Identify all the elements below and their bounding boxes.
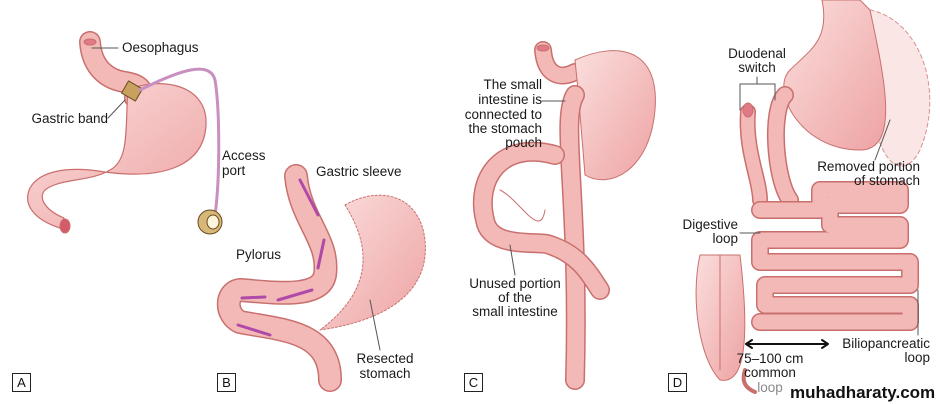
- label-bilio-2: loop: [904, 350, 930, 365]
- label-gastric-band: Gastric band: [31, 111, 108, 126]
- label-oesophagus: Oesophagus: [122, 40, 199, 55]
- label-connected-5: pouch: [505, 135, 542, 150]
- panel-a-drawing: [27, 31, 223, 235]
- stomach-c: [574, 50, 656, 181]
- panel-letter-b: B: [217, 373, 236, 392]
- label-common-2: common: [744, 365, 796, 380]
- label-bilio-1: Biliopancreatic: [842, 336, 930, 351]
- label-access-port-1: Access: [222, 148, 266, 163]
- label-connected-3: connected to: [464, 107, 542, 122]
- label-gastric-sleeve: Gastric sleeve: [316, 164, 402, 179]
- panel-c-drawing: [472, 41, 656, 390]
- panel-letter-c: C: [464, 373, 483, 392]
- label-duodenal-1: Duodenal: [728, 46, 786, 61]
- label-removed-1: Removed portion: [817, 159, 920, 174]
- watermark: muhadharaty.com: [790, 383, 936, 402]
- label-common-1: 75–100 cm: [736, 351, 804, 366]
- gastric-band: [121, 80, 143, 102]
- label-access-port-2: port: [222, 163, 246, 178]
- label-connected-1: The small: [483, 77, 542, 92]
- label-unused-1: Unused portion: [469, 276, 561, 291]
- label-connected-4: the stomach: [468, 121, 542, 136]
- stomach-a: [27, 83, 207, 229]
- label-connected-2: intestine is: [478, 92, 542, 107]
- panel-letter-d: D: [668, 373, 687, 392]
- panel-b-drawing: [216, 164, 426, 392]
- label-duodenal-2: switch: [738, 60, 776, 75]
- stomach-d: [783, 0, 887, 151]
- leader-lines: [91, 47, 919, 351]
- label-unused-2: of the: [498, 290, 532, 305]
- label-resected-1: Resected: [356, 351, 414, 366]
- label-resected-2: stomach: [359, 366, 411, 381]
- panel-letter-a: A: [12, 373, 31, 392]
- label-pylorus: Pylorus: [236, 247, 282, 262]
- panel-d-drawing: [695, 0, 931, 394]
- label-removed-2: of stomach: [853, 173, 920, 188]
- label-unused-3: small intestine: [472, 304, 558, 319]
- label-digestive-2: loop: [712, 231, 738, 246]
- label-digestive-1: Digestive: [682, 217, 738, 232]
- common-loop-arrow: [745, 339, 829, 349]
- label-common-3: loop: [757, 380, 783, 395]
- access-tube: [138, 67, 221, 217]
- sleeve-arrows: [236, 178, 326, 337]
- resected-stomach: [319, 194, 426, 331]
